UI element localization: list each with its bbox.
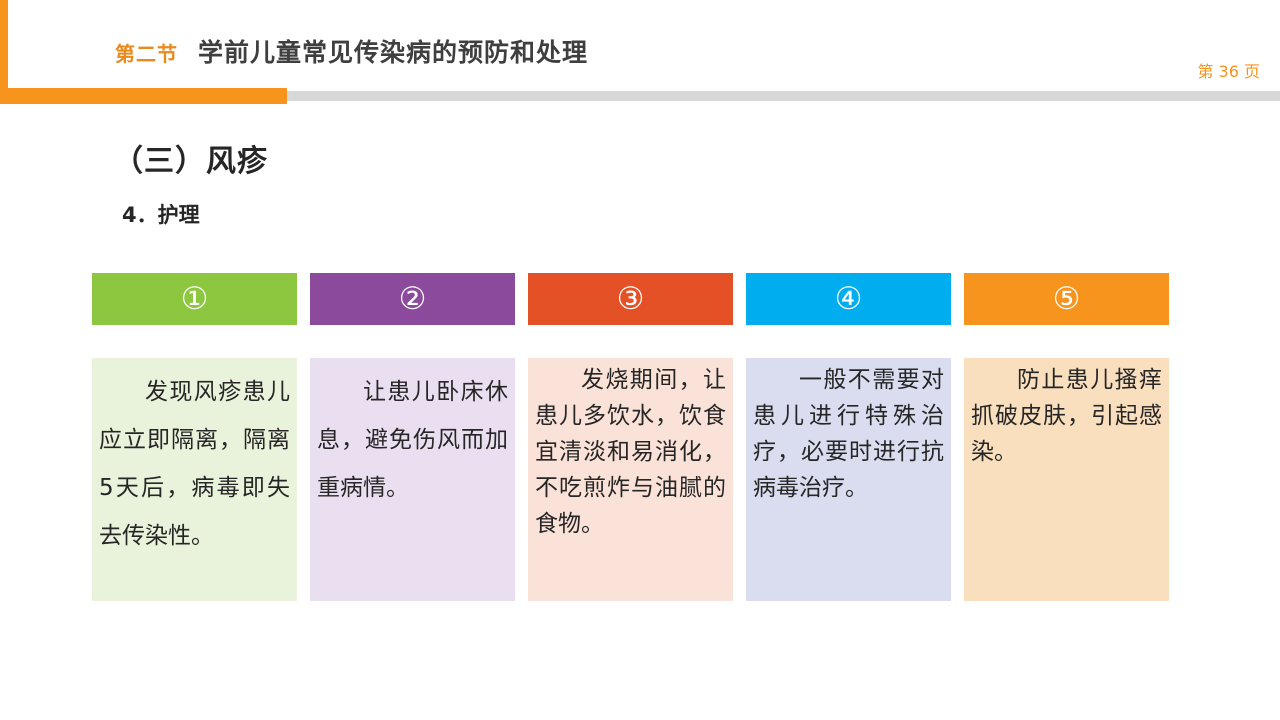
card-number-banner: ①	[92, 273, 297, 325]
circled-number-icon: ④	[834, 280, 863, 317]
card-text: 发烧期间，让患儿多饮水，饮食宜清淡和易消化，不吃煎炸与油腻的食物。	[528, 358, 733, 601]
divider-gray-segment	[287, 91, 1280, 101]
care-step-card-1: ① 发现风疹患儿应立即隔离，隔离5天后，病毒即失去传染性。	[92, 273, 297, 601]
card-number-banner: ⑤	[964, 273, 1169, 325]
content-subheading: 4．护理	[122, 203, 200, 227]
circled-number-icon: ②	[398, 280, 427, 317]
card-text: 防止患儿搔痒抓破皮肤，引起感染。	[964, 358, 1169, 601]
care-step-card-5: ⑤ 防止患儿搔痒抓破皮肤，引起感染。	[964, 273, 1169, 601]
card-number-banner: ④	[746, 273, 951, 325]
circled-number-icon: ⑤	[1052, 280, 1081, 317]
care-step-card-2: ② 让患儿卧床休息，避免伤风而加重病情。	[310, 273, 515, 601]
care-step-card-4: ④ 一般不需要对患儿进行特殊治疗，必要时进行抗病毒治疗。	[746, 273, 951, 601]
care-step-card-3: ③ 发烧期间，让患儿多饮水，饮食宜清淡和易消化，不吃煎炸与油腻的食物。	[528, 273, 733, 601]
divider-orange-segment	[0, 88, 287, 104]
content-heading: （三）风疹	[113, 144, 268, 179]
circled-number-icon: ①	[180, 280, 209, 317]
card-number-banner: ③	[528, 273, 733, 325]
section-label: 第二节	[115, 42, 178, 66]
page-number: 第 36 页	[1197, 62, 1260, 81]
circled-number-icon: ③	[616, 280, 645, 317]
card-text: 让患儿卧床休息，避免伤风而加重病情。	[310, 358, 515, 601]
slide-title: 学前儿童常见传染病的预防和处理	[198, 38, 589, 67]
left-accent-bar	[0, 0, 8, 88]
card-number-banner: ②	[310, 273, 515, 325]
care-steps-row: ① 发现风疹患儿应立即隔离，隔离5天后，病毒即失去传染性。 ② 让患儿卧床休息，…	[92, 273, 1169, 601]
card-text: 发现风疹患儿应立即隔离，隔离5天后，病毒即失去传染性。	[92, 358, 297, 601]
card-text: 一般不需要对患儿进行特殊治疗，必要时进行抗病毒治疗。	[746, 358, 951, 601]
